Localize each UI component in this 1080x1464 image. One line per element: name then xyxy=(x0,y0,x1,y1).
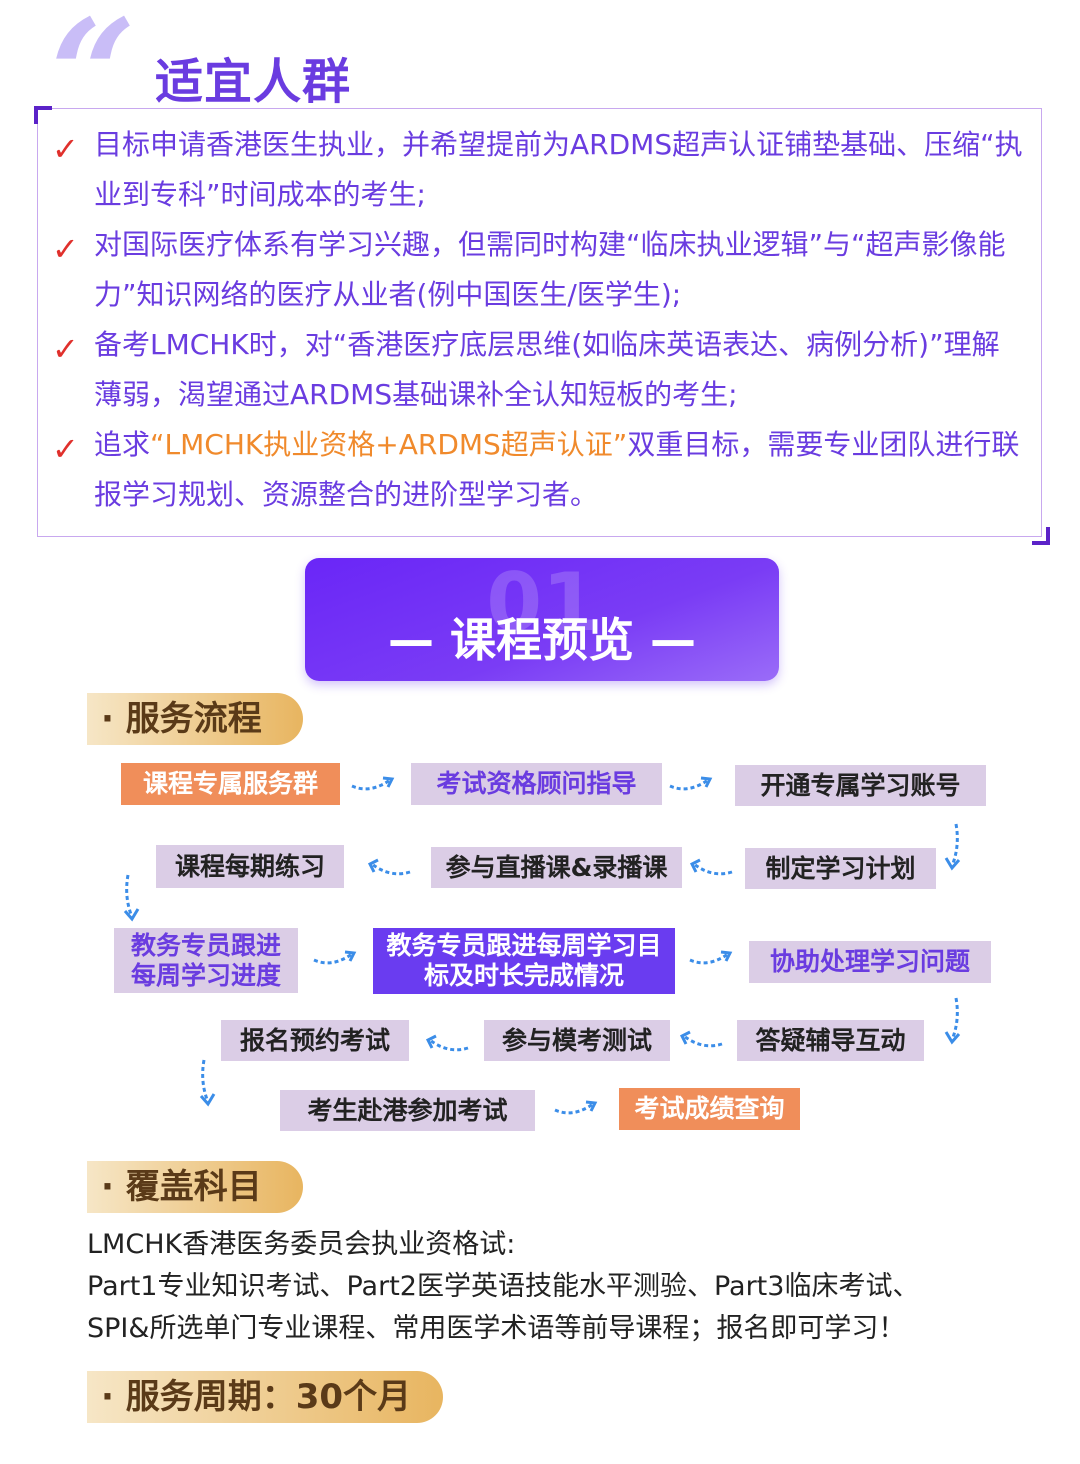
arrow-left-icon xyxy=(689,858,733,876)
audience-item: ✓ 追求“LMCHK执业资格+ARDMS超声认证”双重目标，需要专业团队进行联报… xyxy=(52,420,1027,520)
flow-step: 考试资格顾问指导 xyxy=(411,763,662,805)
audience-box xyxy=(37,108,1042,537)
arrow-right-icon xyxy=(689,950,733,965)
flow-step: 课程每期练习 xyxy=(156,845,344,888)
arrow-right-icon xyxy=(554,1100,598,1115)
arrow-left-icon xyxy=(679,1030,723,1048)
subjects-line: LMCHK香港医务委员会执业资格试: xyxy=(87,1229,516,1260)
audience-item-text: 目标申请香港医生执业，并希望提前为ARDMS超声认证铺垫基础、压缩“执业到专科”… xyxy=(94,128,1023,211)
arrow-down-icon xyxy=(944,823,961,871)
banner-title: — 课程预览 — xyxy=(387,613,697,667)
arrow-left-icon xyxy=(367,858,411,876)
check-icon: ✓ xyxy=(52,130,79,168)
text-prefix: 追求 xyxy=(94,428,151,461)
subjects-line: SPI&所选单门专业课程、常用医学术语等前导课程；报名即可学习！ xyxy=(87,1313,906,1344)
flow-step: 开通专属学习账号 xyxy=(735,765,986,806)
flow-step: 教务专员跟进每周学习进度 xyxy=(114,928,298,993)
quote-mark-icon: “ xyxy=(50,0,137,163)
flow-step: 课程专属服务群 xyxy=(121,763,340,805)
service-period-heading: · 服务周期：30个月 xyxy=(87,1371,443,1423)
flow-step: 制定学习计划 xyxy=(745,848,936,889)
flow-step: 答疑辅导互动 xyxy=(737,1020,924,1061)
audience-item: ✓ 对国际医疗体系有学习兴趣，但需同时构建“临床执业逻辑”与“超声影像能力”知识… xyxy=(52,220,1027,320)
arrow-down-icon xyxy=(944,997,961,1045)
flow-step: 协助处理学习问题 xyxy=(749,941,991,983)
arrow-down-icon xyxy=(123,874,140,922)
subjects-heading: · 覆盖科目 xyxy=(87,1161,303,1213)
arrow-right-icon xyxy=(351,776,395,791)
arrow-right-icon xyxy=(313,950,357,965)
flow-step: 考生赴港参加考试 xyxy=(280,1090,535,1131)
banner-number: 01 xyxy=(486,556,598,649)
audience-item-text: 对国际医疗体系有学习兴趣，但需同时构建“临床执业逻辑”与“超声影像能力”知识网络… xyxy=(94,228,1006,311)
flow-step: 参与模考测试 xyxy=(484,1020,670,1061)
check-icon: ✓ xyxy=(52,330,79,368)
service-flow-heading: · 服务流程 xyxy=(87,693,303,745)
course-preview-banner: 01 — 课程预览 — xyxy=(305,556,779,681)
audience-item-text: 追求“LMCHK执业资格+ARDMS超声认证”双重目标，需要专业团队进行联报学习… xyxy=(52,420,1027,520)
subjects-line: Part1专业知识考试、Part2医学英语技能水平测验、Part3临床考试、 xyxy=(87,1271,920,1302)
corner-decoration xyxy=(1032,527,1050,545)
flow-step: 教务专员跟进每周学习目标及时长完成情况 xyxy=(373,928,675,994)
arrow-right-icon xyxy=(669,776,713,791)
audience-item-text: 备考LMCHK时，对“香港医疗底层思维(如临床英语表达、病例分析)”理解薄弱，渴… xyxy=(94,328,1000,411)
audience-title: 适宜人群 xyxy=(155,54,352,110)
check-icon: ✓ xyxy=(52,430,79,468)
arrow-down-icon xyxy=(199,1059,216,1107)
check-icon: ✓ xyxy=(52,230,79,268)
arrow-left-icon xyxy=(425,1034,469,1052)
corner-decoration xyxy=(34,106,52,124)
flow-step: 报名预约考试 xyxy=(221,1020,409,1061)
audience-item: ✓ 备考LMCHK时，对“香港医疗底层思维(如临床英语表达、病例分析)”理解薄弱… xyxy=(52,320,1027,420)
flow-step: 考试成绩查询 xyxy=(619,1088,800,1130)
flow-step: 参与直播课&录播课 xyxy=(431,847,682,888)
text-suffix: 双重目标，需要专业团队进行联报学习规划、资源整合的进阶型学习者。 xyxy=(94,428,1020,511)
highlight-text: “LMCHK执业资格+ARDMS超声认证” xyxy=(150,428,628,461)
audience-item: ✓ 目标申请香港医生执业，并希望提前为ARDMS超声认证铺垫基础、压缩“执业到专… xyxy=(52,120,1027,220)
